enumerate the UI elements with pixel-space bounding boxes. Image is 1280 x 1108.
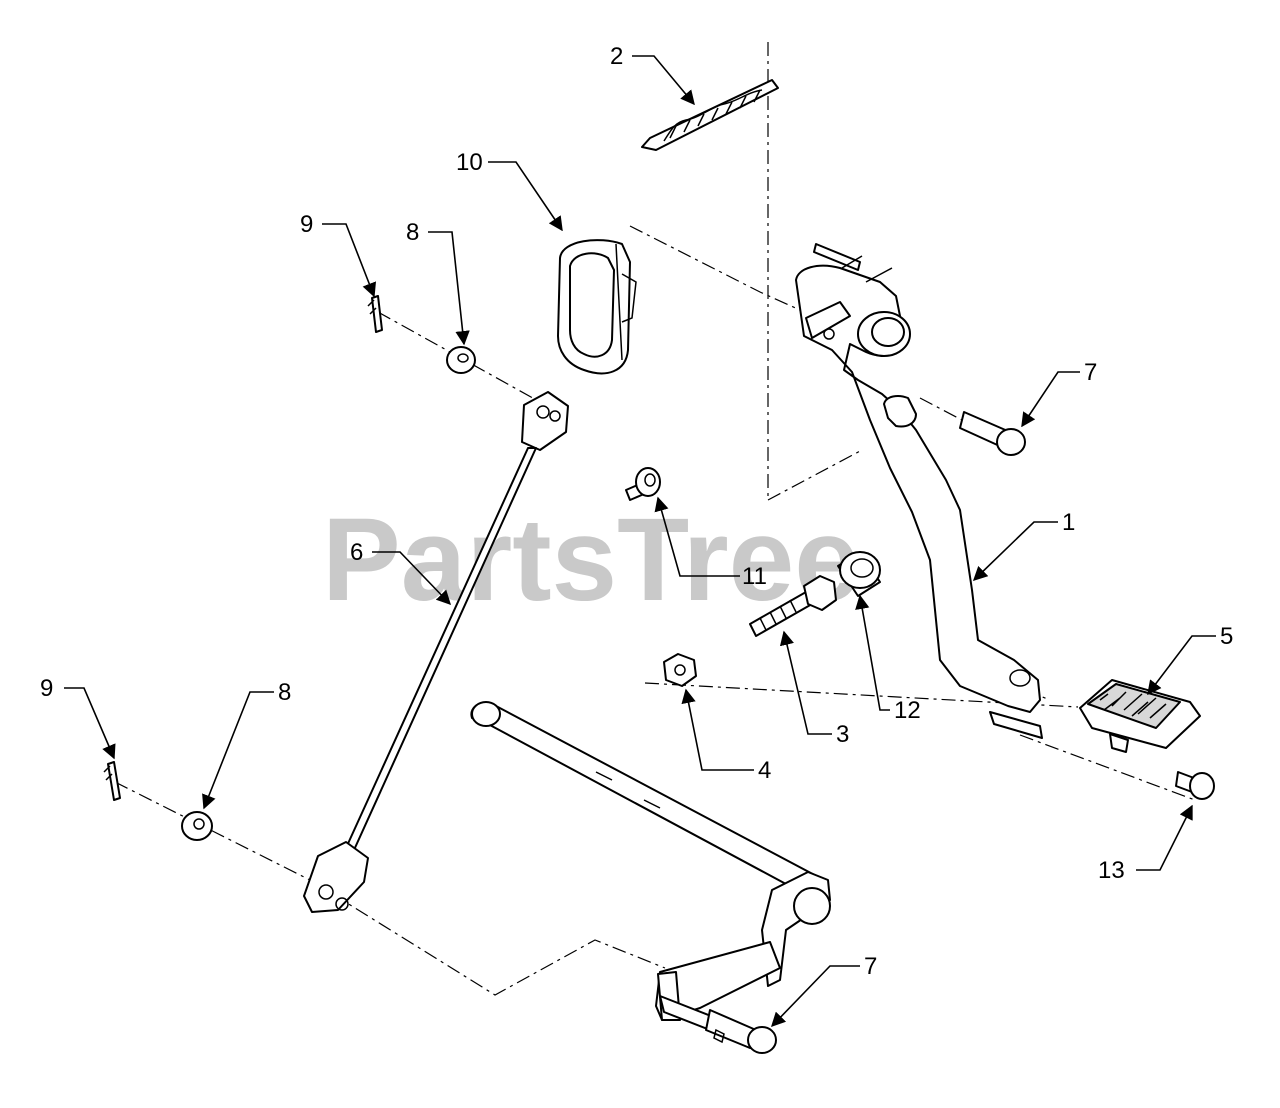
- part-4-nut: [663, 653, 697, 687]
- callout-1: 1: [1062, 509, 1075, 536]
- callout-8-lower: 8: [278, 679, 291, 706]
- part-12-bushing: [837, 551, 881, 597]
- callout-8-upper: 8: [406, 219, 419, 246]
- part-9-clip-upper: [367, 295, 383, 333]
- callout-9-upper: 9: [300, 211, 313, 238]
- callout-3: 3: [836, 721, 849, 748]
- part-8-washer-upper: [446, 346, 476, 374]
- part-3-bolt: [749, 575, 837, 637]
- callout-7-upper: 7: [1084, 359, 1097, 386]
- callout-6: 6: [350, 539, 363, 566]
- watermark: PartsTree TM: [322, 494, 951, 626]
- part-5-pedal-pad: [1079, 679, 1201, 753]
- callout-11: 11: [742, 563, 767, 590]
- part-13-screw: [1175, 771, 1215, 800]
- part-7-pin-upper: [959, 411, 1026, 456]
- part-1-pedal-arm: [795, 243, 1043, 739]
- callout-4: 4: [758, 757, 771, 784]
- part-2-spring-rod: [641, 79, 779, 151]
- part-10-loop: [557, 239, 637, 375]
- part-11-bolt: [625, 467, 661, 501]
- part-9-clip-lower: [103, 761, 121, 801]
- part-8-washer-lower: [181, 811, 213, 841]
- callout-2: 2: [610, 43, 623, 70]
- callout-10: 10: [456, 149, 483, 176]
- part-7-pin-lower: [705, 1009, 777, 1054]
- callout-5: 5: [1220, 623, 1233, 650]
- cross-shaft: [470, 701, 831, 1049]
- callout-13: 13: [1098, 857, 1125, 884]
- watermark-brand: PartsTree: [322, 494, 860, 626]
- callout-9-lower: 9: [40, 675, 53, 702]
- callout-7-lower: 7: [864, 953, 877, 980]
- leader-lines: [64, 55, 1216, 1028]
- part-6-link-rod: [303, 391, 569, 913]
- callouts: 2 10 9 8 7 1 6 11 5 12 3 4 9 8 13 7: [40, 43, 1233, 980]
- callout-12: 12: [894, 697, 921, 724]
